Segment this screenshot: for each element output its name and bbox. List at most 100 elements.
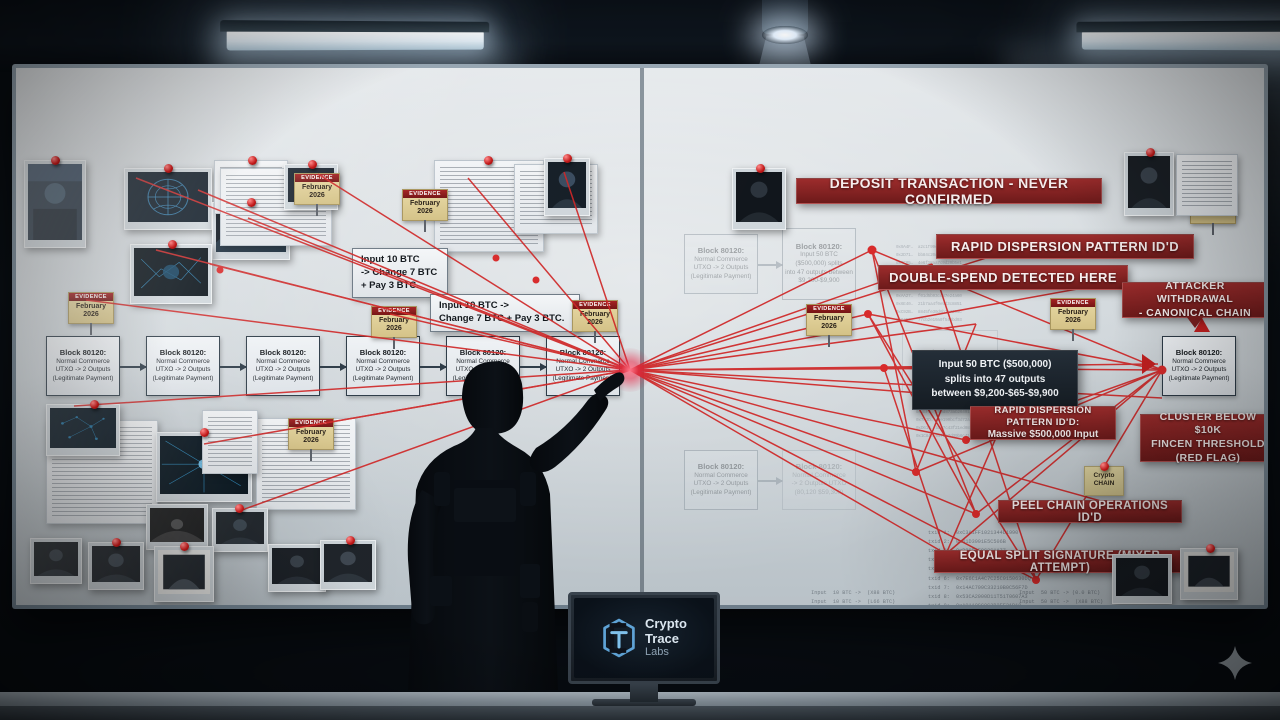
evidence-year: 2026 (309, 192, 325, 200)
evidence-photo[interactable] (24, 160, 86, 248)
alert-deposit-never-confirmed[interactable]: DEPOSIT TRANSACTION - NEVER CONFIRMED (796, 175, 1102, 207)
evidence-photo[interactable] (88, 542, 144, 590)
photo-image (1128, 156, 1170, 208)
block-title: Block 80120: (697, 246, 745, 256)
block-title: Block 80120: (795, 462, 843, 472)
evidence-month: February (814, 315, 844, 322)
evidence-tag-date: February 2026 (807, 313, 851, 335)
chain-arrow (120, 362, 147, 371)
evidence-photo[interactable] (30, 538, 82, 584)
evidence-tag-date: February 2026 (1051, 307, 1095, 329)
evidence-tag[interactable]: EVIDENCE February 2026 (402, 189, 448, 232)
alert-rapid-dispersion-detail[interactable]: RAPID DISPERSION PATTERN ID'D: Massive $… (970, 404, 1116, 440)
block-line-2: ($500,000) splits (795, 260, 843, 268)
panel-divider (640, 68, 644, 605)
block-line-3: into 47 outputs between $9,200-$9,900 (785, 268, 853, 285)
block-line-3: (Legitimate Payment) (152, 375, 214, 383)
evidence-month: February (1058, 309, 1088, 316)
block-title: Block 80120: (259, 348, 307, 358)
photo-image (92, 546, 140, 582)
evidence-photo[interactable] (154, 546, 214, 602)
alert-attacker-withdrawal[interactable]: ATTACKER WITHDRAWAL - CANONICAL CHAIN (1122, 280, 1264, 328)
chain-block[interactable]: Block 80120: Normal Commerce UTXO -> 2 O… (46, 336, 120, 396)
evidence-tag-header: EVIDENCE (1051, 299, 1095, 307)
evidence-photo[interactable] (130, 244, 212, 304)
monitor[interactable]: Crypto Trace Labs (568, 592, 720, 684)
evidence-tag[interactable]: EVIDENCE February 2026 (1050, 298, 1096, 341)
alert-title: RAPID DISPERSION PATTERN ID'D: (994, 404, 1092, 428)
evidence-year: 2026 (417, 208, 433, 216)
alert-cluster-threshold[interactable]: CLUSTER BELOW $10K FINCEN THRESHOLD (RED… (1140, 411, 1264, 464)
alert-peel-chain[interactable]: PEEL CHAIN OPERATIONS ID'D (998, 500, 1182, 524)
evidence-year: 2026 (386, 325, 402, 333)
evidence-tag[interactable]: EVIDENCE February 2026 (288, 418, 334, 461)
evidence-tag[interactable]: EVIDENCE February 2026 (806, 304, 852, 347)
evidence-document[interactable] (1176, 154, 1238, 216)
evidence-photo[interactable] (320, 540, 376, 590)
evidence-tag-header: EVIDENCE (573, 301, 617, 309)
logo-line-1: Crypto (645, 616, 687, 632)
block-title: Block 80120: (159, 348, 207, 358)
evidence-document[interactable] (202, 410, 258, 474)
evidence-tag[interactable]: EVIDENCE February 2026 (371, 306, 417, 349)
push-pin (308, 160, 317, 169)
evidence-photo[interactable] (732, 168, 786, 230)
block-line-1: Normal Commerce (256, 357, 310, 365)
evidence-photo[interactable] (268, 544, 326, 592)
push-pin (90, 400, 99, 409)
evidence-photo[interactable] (46, 404, 120, 456)
callout-input-split-detail[interactable]: Input 50 BTC ($500,000) splits into 47 o… (912, 350, 1078, 410)
chain-arrow (220, 362, 247, 371)
attacker-withdrawal-block[interactable]: Block 80120: Normal Commerce UTXO -> 2 O… (1162, 336, 1236, 396)
evidence-tag-stem (1212, 222, 1214, 235)
push-pin (563, 154, 572, 163)
block-title: Block 80120: (697, 462, 745, 472)
evidence-photo[interactable] (124, 168, 212, 230)
whiteboard-surface[interactable]: Block 80120: Normal Commerce UTXO -> 2 O… (16, 68, 1264, 605)
evidence-tag-header: EVIDENCE (69, 293, 113, 301)
photo-image (28, 164, 82, 240)
block-line-2: UTXO -> 2 Outputs (155, 366, 211, 374)
ghost-transaction-listing: Input 10 BTC -> (X88 BTC) Input 10 BTC -… (811, 590, 896, 605)
block-title: Block 80120: (1175, 348, 1223, 358)
alert-rapid-dispersion[interactable]: RAPID DISPERSION PATTERN ID'D (936, 234, 1194, 259)
evidence-tag-stem (828, 334, 830, 347)
photo-image (50, 408, 116, 448)
photo-image (324, 544, 372, 582)
annotation-note[interactable]: Input 10 BTC -> Change 7 BTC + Pay 3 BTC… (352, 248, 448, 299)
block-line-1: Normal Commerce (1172, 357, 1226, 365)
evidence-tag[interactable]: EVIDENCE February 2026 (68, 292, 114, 335)
alert-double-spend[interactable]: DOUBLE-SPEND DETECTED HERE (878, 265, 1128, 290)
evidence-photo[interactable] (1112, 554, 1172, 604)
evidence-tag-stem (424, 219, 426, 232)
chain-block[interactable]: Block 80120: Normal Commerce UTXO -> 2 O… (146, 336, 220, 396)
annotation-note[interactable]: Input 10 BTC -> Change 7 BTC + Pay 3 BTC… (430, 294, 580, 332)
push-pin (346, 536, 355, 545)
orphaned-block[interactable]: Block 80120: Normal Commerce UTXO -> 2 O… (684, 234, 758, 294)
evidence-photo[interactable] (544, 158, 590, 216)
evidence-photo[interactable] (1180, 548, 1238, 600)
orphaned-block[interactable]: Block 80120: Normal Commerce -> 2 Output… (782, 450, 856, 510)
push-pin (164, 164, 173, 173)
orphaned-block[interactable]: Block 80120: Input 50 BTC ($500,000) spl… (782, 228, 856, 300)
monitor-screen[interactable]: Crypto Trace Labs (574, 598, 714, 678)
photo-image (150, 508, 204, 542)
spotlight-glow (762, 26, 808, 44)
evidence-photo[interactable] (1124, 152, 1174, 216)
chain-block[interactable]: Block 80120: Normal Commerce UTXO -> 2 O… (246, 336, 320, 396)
block-line-3: (Legitimate Payment) (690, 273, 752, 281)
evidence-month: February (410, 200, 440, 207)
photo-image (128, 172, 208, 222)
photo-image (34, 542, 78, 576)
block-line-2: UTXO -> 2 Outputs (693, 480, 749, 488)
block-line-3: (Legitimate Payment) (690, 489, 752, 497)
photo-image (216, 512, 264, 544)
push-pin (168, 240, 177, 249)
evidence-photo[interactable] (146, 504, 208, 550)
evidence-year: 2026 (587, 319, 603, 327)
evidence-photo[interactable] (212, 508, 268, 552)
evidence-tag[interactable]: EVIDENCE February 2026 (572, 300, 618, 343)
evidence-year: 2026 (303, 437, 319, 445)
orphaned-block[interactable]: Block 80120: Normal Commerce UTXO -> 2 O… (684, 450, 758, 510)
evidence-tag[interactable]: EVIDENCE February 2026 (294, 173, 340, 216)
